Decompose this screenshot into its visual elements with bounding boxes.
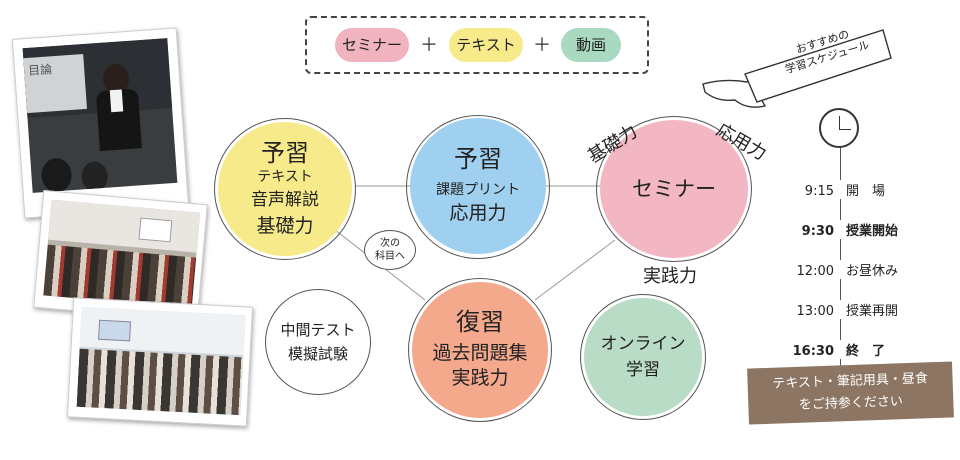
seminar-pill: セミナー bbox=[335, 28, 409, 62]
seminar-skill-practical: 実践力 bbox=[643, 266, 697, 287]
timeline-line bbox=[840, 140, 841, 370]
plus-icon: ＋ bbox=[533, 35, 551, 56]
text-pill: テキスト bbox=[449, 28, 523, 62]
next-subject-bubble: 次の 科目へ bbox=[364, 230, 416, 270]
bring-items-note: テキスト・筆記用具・昼食 をご持参ください bbox=[747, 361, 954, 425]
plus-icon: ＋ bbox=[420, 35, 438, 56]
learning-components-banner: セミナー ＋ テキスト ＋ 動画 bbox=[305, 16, 649, 74]
pointing-hand-icon bbox=[702, 29, 892, 108]
video-pill: 動画 bbox=[561, 28, 621, 62]
clock-icon bbox=[819, 108, 859, 148]
